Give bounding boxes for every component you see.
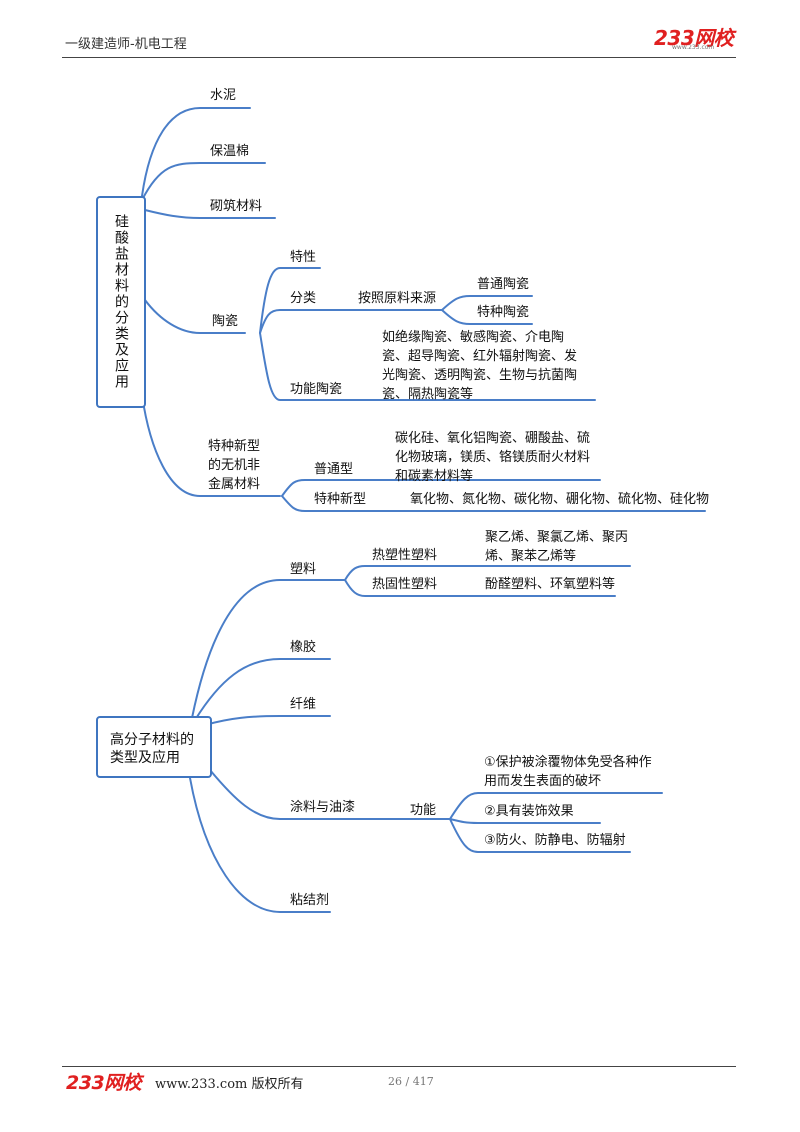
node-ceramics: 陶瓷 (212, 314, 239, 329)
footer-rule (62, 1066, 736, 1067)
branch-ceramics (144, 299, 246, 334)
branch-property (259, 267, 321, 334)
branch-insulation (141, 162, 266, 201)
branch-plastics (191, 579, 331, 719)
node-cement: 水泥 (210, 88, 237, 103)
node-adhesive: 粘结剂 (290, 893, 330, 908)
node-rubber: 橡胶 (290, 640, 317, 655)
branch-thermoset (344, 579, 451, 597)
header-rule (62, 57, 736, 58)
node-thermoset-examples: 酚醛塑料、环氧塑料等 (485, 577, 616, 592)
branch-f1 (449, 792, 663, 820)
branch-common (281, 479, 601, 497)
node-new-inorganic: 特种新型的无机非金属材料 (208, 439, 261, 492)
map2-root: 高分子材料的类型及应用 (96, 716, 212, 778)
branch-special-new (281, 495, 706, 512)
node-fiber: 纤维 (290, 697, 317, 712)
node-masonry: 砌筑材料 (210, 199, 263, 214)
node-thermoplastic-examples: 聚乙烯、聚氯乙烯、聚丙烯、聚苯乙烯等 (485, 530, 629, 564)
footer-site: www.233.com 版权所有 (155, 1077, 304, 1092)
node-special-examples: 氧化物、氮化物、碳化物、硼化物、硫化物、硅化物 (410, 492, 710, 507)
footer-logo: 233网校 (66, 1072, 142, 1094)
node-functional-ceramics: 功能陶瓷 (290, 382, 343, 397)
node-classification: 分类 (290, 291, 317, 306)
branch-functional (259, 332, 596, 401)
header-logo-url: www.233.com (672, 44, 715, 51)
node-function-3: ③防火、防静电、防辐射 (484, 833, 626, 848)
branch-f3 (449, 818, 631, 853)
branch-fiber (204, 715, 331, 726)
node-thermoset: 热固性塑料 (372, 577, 438, 592)
branch-masonry (144, 209, 276, 219)
node-ordinary-ceramics: 普通陶瓷 (477, 277, 530, 292)
branch-thermoplastic (344, 565, 451, 581)
header-logo: 233网校 (654, 26, 734, 50)
branch-adhesive (189, 777, 331, 913)
node-common-examples: 碳化硅、氧化铝陶瓷、硼酸盐、硫化物玻璃，镁质、铬镁质耐火材料和碳素材料等 (395, 431, 591, 484)
node-coatings: 涂料与油漆 (290, 800, 356, 815)
node-plastics: 塑料 (290, 562, 317, 577)
branch-ordinary (441, 295, 533, 311)
branch-f2 (449, 818, 601, 824)
node-by-raw-material: 按照原料来源 (358, 291, 437, 306)
node-function-1: ①保护被涂覆物体免受各种作用而发生表面的破坏 (484, 755, 652, 789)
branch-rubber (194, 658, 331, 721)
branch-cement (141, 107, 251, 197)
node-functional-examples: 如绝缘陶瓷、敏感陶瓷、介电陶瓷、超导陶瓷、红外辐射陶瓷、发光陶瓷、透明陶瓷、生物… (382, 330, 578, 402)
branch-classification (259, 309, 321, 334)
map1-root: 硅酸盐材料的分类及应用 (96, 196, 146, 408)
node-special-ceramics: 特种陶瓷 (477, 305, 530, 320)
node-function-2: ②具有装饰效果 (484, 804, 574, 819)
branch-coatings (209, 769, 371, 820)
node-special-new-type: 特种新型 (314, 492, 367, 507)
branch-special (441, 309, 533, 325)
node-insulation: 保温棉 (210, 144, 250, 159)
page-number: 26 / 417 (388, 1075, 434, 1088)
node-thermoplastic: 热塑性塑料 (372, 548, 438, 563)
branch-new-inorganic (141, 394, 281, 497)
header-title: 一级建造师-机电工程 (65, 37, 187, 52)
node-common-type: 普通型 (314, 462, 354, 477)
node-function: 功能 (410, 803, 437, 818)
node-property: 特性 (290, 250, 317, 265)
